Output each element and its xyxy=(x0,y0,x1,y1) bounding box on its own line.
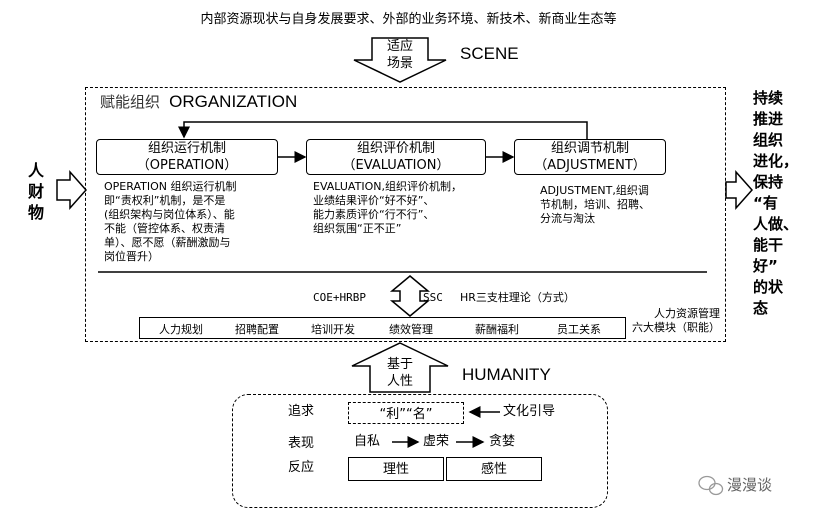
context-text: 内部资源现状与自身发展要求、外部的业务环境、新技术、新商业生态等 xyxy=(200,12,617,27)
pursuit-box: “利”“名” xyxy=(348,402,464,424)
scene-down-arrow xyxy=(353,37,447,83)
greed-text: 贪婪 xyxy=(489,434,516,449)
mechanism-operation-name: 组织运行机制 xyxy=(147,141,226,156)
operation-description: OPERATION 组织运行机制 即“责权利”机制，是不是 (组织架构与岗位体系… xyxy=(104,180,282,264)
evaluation-description: EVALUATION,组织评价机制， 业绩结果评价“好不好”、 能力素质评价“行… xyxy=(313,180,503,236)
reason-box: 理性 xyxy=(348,457,444,481)
wechat-icon xyxy=(698,475,724,496)
hr-theory-label: HR三支柱理论（方式） xyxy=(460,291,575,304)
module-employee-relations: 员工关系 xyxy=(557,323,601,336)
adjustment-desc-line: 节机制，培训、招聘、 xyxy=(540,198,650,211)
mechanism-evaluation-box: 组织评价机制 （EVALUATION） xyxy=(306,139,486,175)
output-line: 进化， xyxy=(753,152,799,170)
output-line: 的状 xyxy=(753,278,784,296)
input-right-arrow xyxy=(56,170,88,210)
module-hr-planning: 人力规划 xyxy=(159,323,203,336)
emotion-text: 感性 xyxy=(480,462,507,477)
organization-title-cn: 赋能组织 xyxy=(100,93,161,111)
hr-modules-label: 人力资源管理 六大模块（职能） xyxy=(630,307,720,335)
mechanism-adjustment-name: 组织调节机制 xyxy=(550,141,629,156)
hr-modules-label-line2: 六大模块（职能） xyxy=(632,321,720,334)
evaluation-desc-line: 能力素质评价“行不行”、 xyxy=(313,208,435,221)
culture-guidance-label: 文化引导 xyxy=(503,404,556,419)
output-line: 组织 xyxy=(753,131,784,149)
evaluation-desc-line: EVALUATION,组织评价机制， xyxy=(313,180,462,193)
mechanism-operation-en: （OPERATION） xyxy=(136,158,238,173)
humanity-title: HUMANITY xyxy=(462,365,551,384)
evaluation-desc-line: 组织氛围“正不正” xyxy=(313,222,402,235)
input-money: 财 xyxy=(27,182,44,201)
watermark-text: 漫漫谈 xyxy=(727,476,773,494)
feedback-loop-arrow xyxy=(178,121,588,139)
scene-arrow-line2: 场景 xyxy=(386,56,413,71)
operation-desc-line: 不能（管控体系、权责清 xyxy=(104,222,225,235)
scene-title: SCENE xyxy=(460,44,519,63)
selfish-text: 自私 xyxy=(354,434,381,449)
organization-title: 赋能组织 ORGANIZATION xyxy=(100,92,297,112)
operation-desc-line: 单）、愿不愿（薪酬激励与 xyxy=(104,236,231,249)
mechanism-adjustment-en: （ADJUSTMENT） xyxy=(534,158,646,173)
operation-desc-line: 岗位晋升） xyxy=(104,250,159,263)
adjustment-description: ADJUSTMENT,组织调 节机制，培训、招聘、 分流与淘汰 xyxy=(540,184,690,226)
module-performance: 绩效管理 xyxy=(389,323,433,336)
humanity-up-arrow xyxy=(351,342,449,393)
mechanism-evaluation-name: 组织评价机制 xyxy=(356,141,435,156)
output-line: 推进 xyxy=(753,110,784,128)
humanity-arrow-line2: 人性 xyxy=(386,374,413,389)
operation-desc-line: OPERATION 组织运行机制 xyxy=(104,180,237,193)
module-training: 培训开发 xyxy=(311,323,355,336)
operation-desc-line: (组织架构与岗位体系）、能 xyxy=(104,208,235,221)
humanity-arrow-label: 基于 人性 xyxy=(378,356,422,390)
pursuit-text: “利”“名” xyxy=(379,407,433,422)
adjustment-desc-line: ADJUSTMENT,组织调 xyxy=(540,184,649,197)
input-people: 人 xyxy=(27,161,44,180)
evaluation-desc-line: 业绩结果评价“好不好”、 xyxy=(313,194,435,207)
adjustment-desc-line: 分流与淘汰 xyxy=(540,212,595,225)
module-compensation: 薪酬福利 xyxy=(475,323,519,336)
mechanism-operation-box: 组织运行机制 （OPERATION） xyxy=(96,139,278,175)
scene-arrow-line1: 适应 xyxy=(386,39,413,54)
output-line: 保持 xyxy=(753,173,784,191)
operation-desc-line: 即“责权利”机制，是不是 xyxy=(104,194,226,207)
hr-modules-bar: 人力规划 招聘配置 培训开发 绩效管理 薪酬福利 员工关系 xyxy=(139,317,626,339)
reason-text: 理性 xyxy=(382,462,409,477)
output-line: 态 xyxy=(753,299,769,317)
output-line: 好” xyxy=(753,257,778,275)
vanity-text: 虚荣 xyxy=(423,434,450,449)
mechanism-evaluation-en: （EVALUATION） xyxy=(342,158,450,173)
input-material: 物 xyxy=(27,203,44,222)
hr-ssc-label: SSC xyxy=(423,291,443,304)
organization-title-en: ORGANIZATION xyxy=(169,92,298,111)
output-line: “有 xyxy=(753,194,778,212)
output-right-arrow xyxy=(725,170,754,210)
hr-coe-hrbp-label: COE+HRBP xyxy=(313,291,366,304)
hr-pillars-double-arrow xyxy=(389,275,431,317)
humanity-arrow-line1: 基于 xyxy=(386,357,413,372)
mechanism-adjustment-box: 组织调节机制 （ADJUSTMENT） xyxy=(514,139,666,175)
scene-arrow-label: 适应 场景 xyxy=(380,38,420,72)
emotion-box: 感性 xyxy=(446,457,542,481)
hr-modules-label-line1: 人力资源管理 xyxy=(654,307,720,320)
output-line: 人做、 xyxy=(753,215,799,233)
row-behavior-label: 表现 xyxy=(288,436,315,451)
output-line: 能干 xyxy=(753,236,784,254)
input-resources: 人 财 物 xyxy=(24,160,48,223)
row-pursuit-label: 追求 xyxy=(288,404,315,419)
organization-frame xyxy=(85,87,726,342)
row-reaction-label: 反应 xyxy=(288,460,315,475)
humanity-frame xyxy=(232,394,608,508)
output-statement: 持续 推进 组织 进化， 保持 “有 人做、 能干 好” 的状 态 xyxy=(753,88,817,319)
module-recruitment: 招聘配置 xyxy=(235,323,279,336)
output-line: 持续 xyxy=(753,89,784,107)
